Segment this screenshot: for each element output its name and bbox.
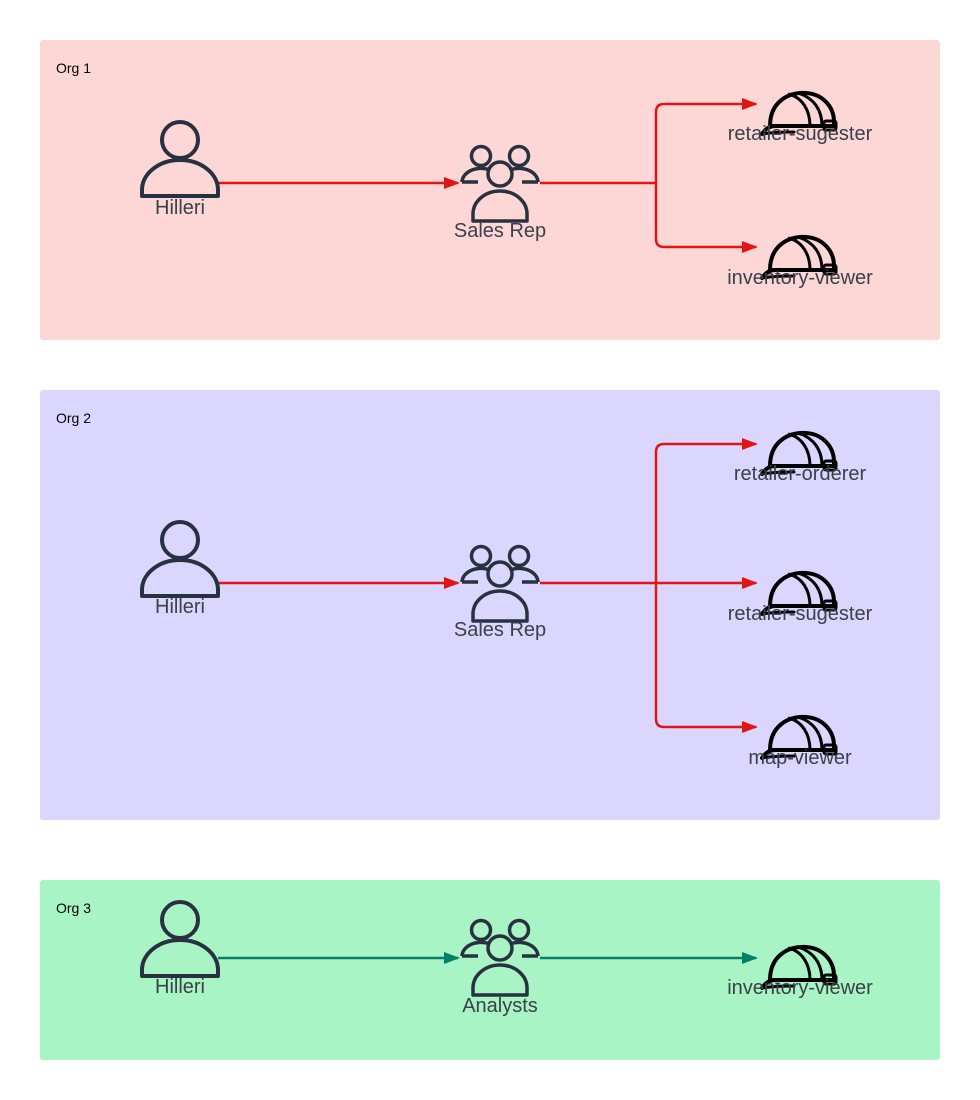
user-icon bbox=[140, 900, 220, 978]
org-3-label: Org 3 bbox=[56, 900, 92, 916]
sales-rep-group-label: Sales Rep bbox=[453, 619, 547, 641]
retailer-sugester-role-label: retailer-sugester bbox=[727, 123, 873, 145]
retailer-sugester-role-label: retailer-sugester bbox=[727, 603, 873, 625]
user-group-icon bbox=[460, 544, 540, 623]
arrowhead bbox=[444, 577, 460, 589]
org-2-label: Org 2 bbox=[56, 410, 92, 426]
branch-corner-edge bbox=[654, 718, 665, 729]
arrowhead bbox=[742, 721, 758, 733]
inventory-viewer-role-label: inventory-viewer bbox=[727, 267, 873, 289]
branch-corner-edge bbox=[654, 238, 665, 249]
org-3-panel: Org 3 bbox=[40, 880, 940, 1060]
analysts-group-label: Analysts bbox=[462, 995, 538, 1017]
org-1-label: Org 1 bbox=[56, 60, 92, 76]
branch-corner-edge bbox=[654, 102, 665, 113]
arrowhead bbox=[742, 438, 758, 450]
user-icon bbox=[140, 120, 220, 198]
arrowhead bbox=[742, 98, 758, 110]
user-group-icon bbox=[460, 918, 540, 997]
arrowhead bbox=[444, 952, 460, 964]
arrowhead bbox=[742, 577, 758, 589]
hilleri-user-label: Hilleri bbox=[155, 976, 205, 998]
arrowhead bbox=[742, 952, 758, 964]
retailer-orderer-role-label: retailer-orderer bbox=[733, 463, 867, 485]
map-viewer-role-label: map-viewer bbox=[748, 747, 852, 769]
sales-rep-group-label: Sales Rep bbox=[453, 220, 547, 242]
arrowhead bbox=[742, 241, 758, 253]
hilleri-user-label: Hilleri bbox=[155, 596, 205, 618]
org-1-panel: Org 1 bbox=[40, 40, 940, 340]
user-icon bbox=[140, 520, 220, 598]
user-group-icon bbox=[460, 144, 540, 223]
branch-corner-edge bbox=[654, 442, 665, 453]
arrowhead bbox=[444, 177, 460, 189]
inventory-viewer-role-label: inventory-viewer bbox=[727, 977, 873, 999]
hilleri-user-label: Hilleri bbox=[155, 197, 205, 219]
